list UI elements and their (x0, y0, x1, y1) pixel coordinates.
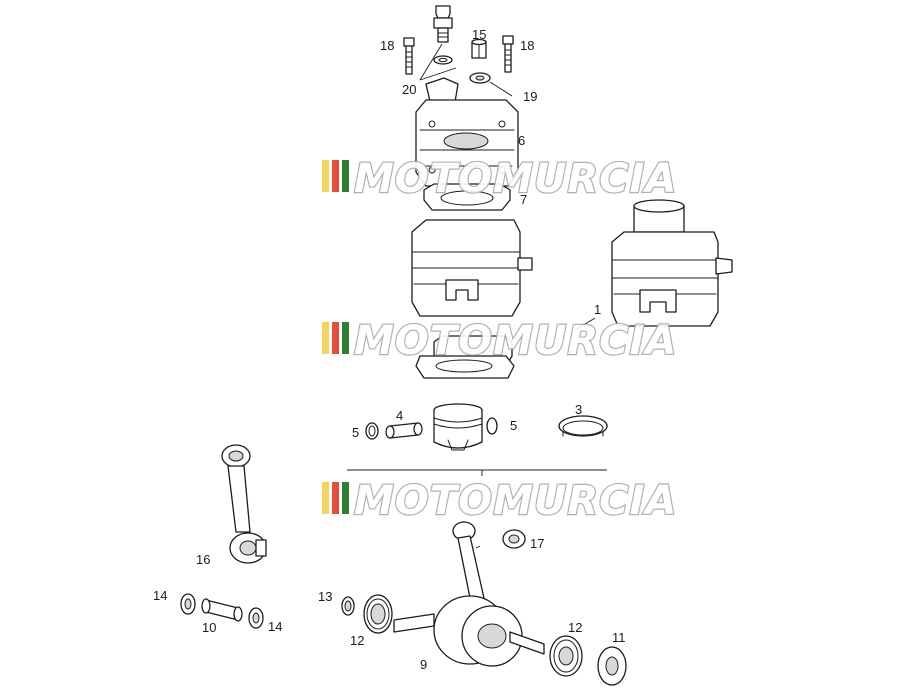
cylinder-icon (411, 219, 533, 379)
watermark: MOTOMURCIA (322, 477, 678, 525)
piston-pin-icon (385, 422, 423, 439)
bearing-icon (363, 594, 393, 634)
callout-9: 9 (420, 657, 427, 672)
callout-18: 18 (520, 38, 534, 53)
cylinder-head-icon (415, 77, 519, 187)
cylinder-assembly-icon (611, 199, 733, 327)
callout-1: 1 (594, 302, 601, 317)
callout-6: 6 (518, 133, 525, 148)
connecting-rod-icon (221, 444, 267, 564)
callouts: 18 15 18 20 19 6 7 1 3 4 5 5 16 17 14 14… (153, 27, 626, 672)
watermark-text: MOTOMURCIA (354, 478, 677, 524)
callout-19: 19 (523, 89, 537, 104)
watermark-text: MOTOMURCIA (354, 318, 677, 364)
temperature-sensor-icon (433, 5, 453, 43)
callout-5: 5 (352, 425, 359, 440)
piston-icon (433, 403, 483, 451)
crankshaft-icon (393, 521, 545, 667)
oil-seal-icon (341, 596, 355, 616)
callout-20: 20 (402, 82, 416, 97)
watermark-text: MOTOMURCIA (354, 156, 677, 202)
oil-seal-icon (597, 646, 627, 686)
nut-icon (471, 38, 487, 59)
callout-15: 15 (472, 27, 486, 42)
callout-11: 11 (612, 630, 626, 645)
thrust-washer-icon (248, 607, 264, 629)
washer-icon (433, 55, 453, 65)
piston-ring-icon (558, 415, 608, 437)
callout-17: 17 (530, 536, 544, 551)
watermark: MOTOMURCIA (322, 155, 678, 203)
head-gasket-icon (423, 183, 511, 211)
callout-13: 13 (318, 589, 332, 604)
bolt-icon (403, 37, 415, 75)
callout-12: 12 (568, 620, 582, 635)
leader-lines (419, 43, 596, 549)
callout-12: 12 (350, 633, 364, 648)
bearing-icon (549, 635, 583, 677)
washer-icon (469, 72, 491, 84)
bolt-icon (502, 35, 514, 73)
circlip-icon (486, 417, 498, 435)
callout-18: 18 (380, 38, 394, 53)
callout-10: 10 (202, 620, 216, 635)
callout-16: 16 (196, 552, 210, 567)
thrust-washer-icon (180, 593, 196, 615)
needle-bearing-icon (502, 529, 526, 549)
callout-14: 14 (153, 588, 167, 603)
callout-4: 4 (396, 408, 403, 423)
callout-7: 7 (520, 192, 527, 207)
callout-3: 3 (575, 402, 582, 417)
crank-pin-icon (201, 598, 243, 622)
callout-5: 5 (510, 418, 517, 433)
circlip-icon (365, 422, 379, 440)
callout-14: 14 (268, 619, 282, 634)
watermark: MOTOMURCIA (322, 317, 678, 365)
